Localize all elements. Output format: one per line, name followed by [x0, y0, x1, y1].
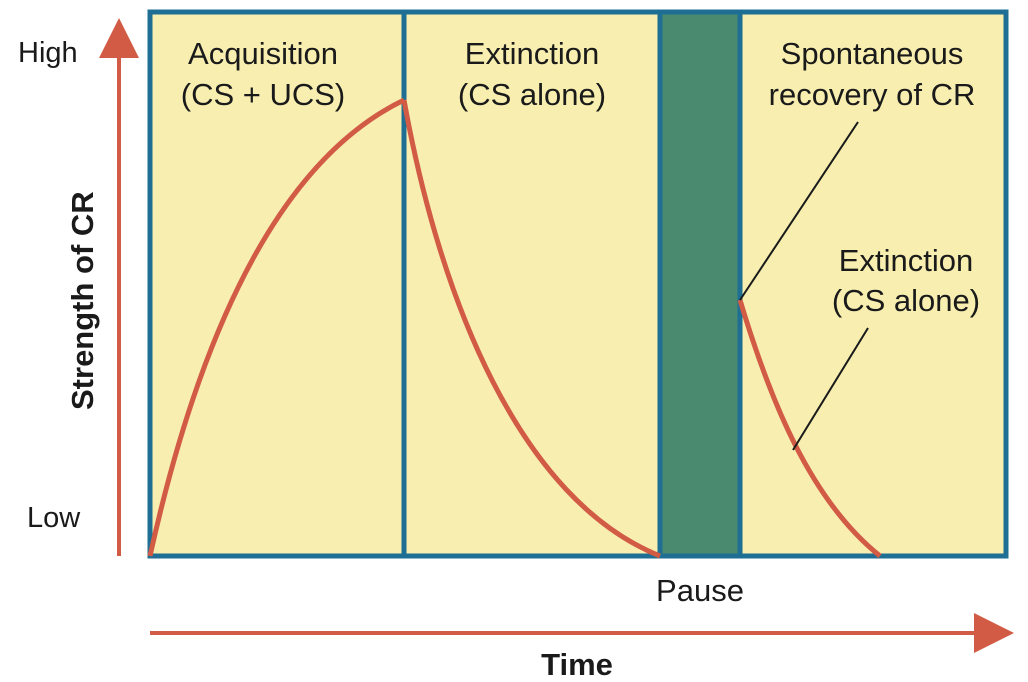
y-high-label: High — [18, 37, 78, 69]
pause-label: Pause — [656, 573, 744, 608]
acquisition-title-line2: (CS + UCS) — [181, 77, 346, 112]
y-low-label: Low — [27, 502, 81, 534]
x-axis-title: Time — [541, 647, 613, 682]
extinction-curve — [401, 99, 661, 559]
extinction-panel — [401, 9, 663, 559]
pause-panel — [657, 9, 743, 559]
recovery-panel — [737, 9, 1009, 559]
y-axis-title: Strength of CR — [65, 191, 100, 410]
acquisition-title-line1: Acquisition — [188, 36, 338, 71]
recovery-title-line1: Spontaneous — [781, 36, 964, 71]
acquisition-panel — [147, 9, 407, 559]
extinction2-pointer-line — [792, 327, 869, 451]
recovery-title-line2: recovery of CR — [769, 77, 976, 112]
extinction2-label-line1: Extinction — [839, 243, 973, 278]
acquisition-curve — [147, 97, 406, 557]
recovery-pointer-line — [739, 121, 859, 301]
extinction-title-line2: (CS alone) — [458, 77, 606, 112]
extinction2-label-line2: (CS alone) — [832, 283, 980, 318]
extinction-title-line1: Extinction — [465, 36, 599, 71]
recovery-extinction-curve — [737, 299, 882, 558]
